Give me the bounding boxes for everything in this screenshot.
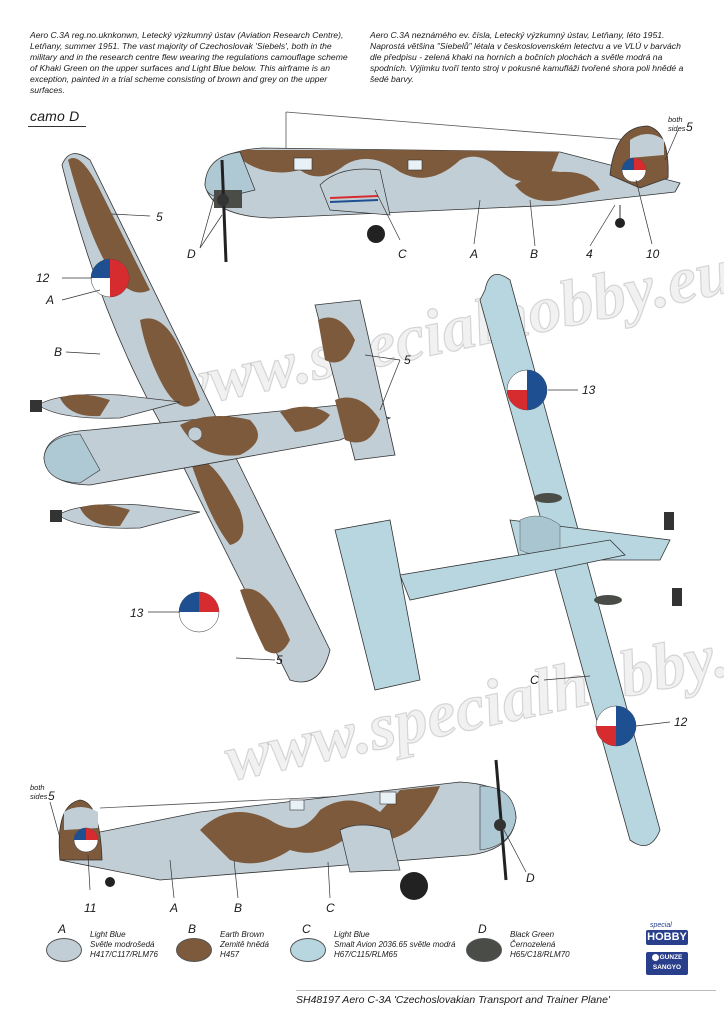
callout-b-wing: B [54,345,62,359]
callout-5-tip: 5 [276,653,283,667]
callout-both-low-1: both [30,783,45,792]
legend-letter-c: C [302,922,311,936]
legend-letter-b: B [188,922,197,936]
legend-swatch-a [46,938,82,962]
callout-5-tail: 5 [404,353,411,367]
callout-12-wing: 12 [36,271,50,285]
callouts [49,129,679,899]
callout-13-wing: 13 [130,606,144,620]
callout-a-top: A [469,247,478,261]
callout-5-top-fin: 5 [686,120,693,134]
side-profile-top [204,111,681,263]
callout-labels: 5 12 A B 5 13 5 D C A B 4 10 both sides … [30,115,693,915]
legend-letter-d: D [478,922,487,936]
callout-a-wing: A [45,293,54,307]
callout-d-top: D [187,247,196,261]
side-profile-bottom [58,759,517,900]
callout-11-low: 11 [84,901,96,915]
callout-12-bottom: 12 [674,715,688,729]
special-hobby-logo: special HOBBY [646,922,688,946]
callout-13-bottom: 13 [582,383,596,397]
legend-swatch-b [176,938,212,962]
logo-hobby-text: HOBBY [646,930,688,945]
callout-5-wing: 5 [156,210,163,224]
camo-label: camo D [30,108,80,124]
callout-a-low: A [169,901,178,915]
callout-5-low-fin: 5 [48,789,55,803]
plan-view-top [30,153,396,683]
camo-underline [28,126,86,127]
callout-4-top: 4 [586,247,593,261]
callout-both-top-1: both [668,115,683,124]
callout-b-low: B [234,901,242,915]
description-czech: Aero C.3A neznámého ev. čísla, Letecký v… [370,30,684,84]
gunze-sangyo-logo: GUNZE SANGYO [646,952,688,975]
callout-c-top: C [398,247,407,261]
plan-view-bottom [334,273,682,847]
callout-b-top: B [530,247,538,261]
legend-swatch-c [290,938,326,962]
callout-c-low: C [326,901,335,915]
callout-both-low-2: sides [30,792,48,801]
legend-swatch-d [466,938,502,962]
description-english: Aero C.3A reg.no.uknkonwn, Letecký výzku… [30,30,348,95]
logo-special-text: special [650,922,672,929]
callout-d-low: D [526,871,535,885]
footer-divider [296,990,716,991]
footer-title: SH48197 Aero C-3A 'Czechoslovakian Trans… [296,994,610,1006]
callout-both-top-2: sides [668,124,686,133]
callout-c-bottom: C [530,673,539,687]
callout-10-top: 10 [646,247,660,261]
legend-letter-a: A [58,922,67,936]
watermark-top: www.specialhobby.eu [159,234,724,426]
gunze-dot-icon [651,953,659,961]
